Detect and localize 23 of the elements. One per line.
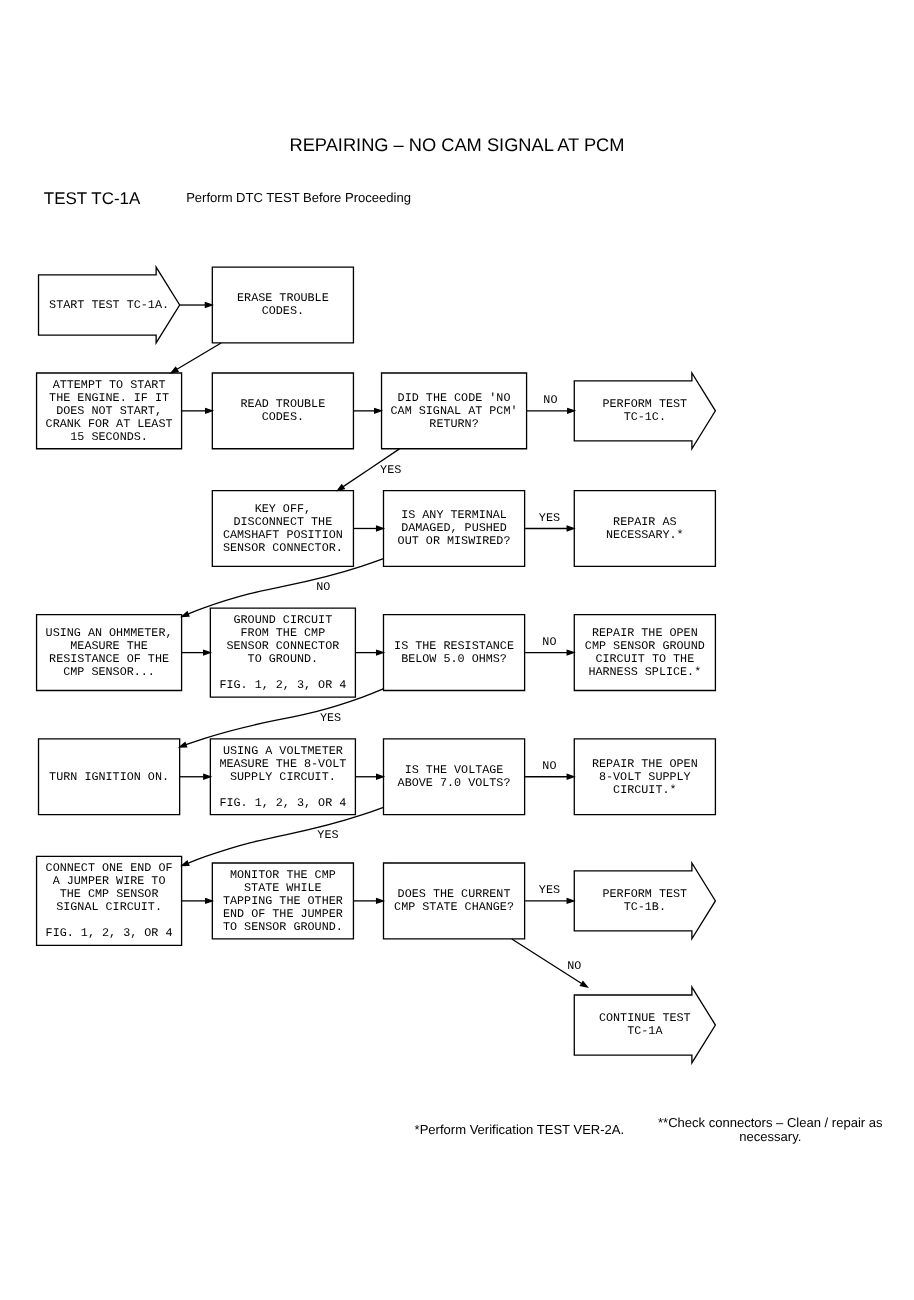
arrow bbox=[181, 897, 215, 905]
arrow bbox=[524, 897, 576, 905]
arrow bbox=[511, 938, 589, 989]
arrow bbox=[353, 897, 386, 905]
arrow bbox=[180, 806, 385, 867]
arrow bbox=[524, 773, 576, 780]
arrow bbox=[179, 301, 214, 309]
arrow bbox=[354, 773, 386, 780]
arrow bbox=[177, 688, 384, 748]
arrow bbox=[353, 525, 386, 532]
arrow bbox=[181, 649, 213, 656]
label: TEST TC-1A bbox=[43, 187, 141, 208]
arrow bbox=[180, 557, 385, 618]
arrow bbox=[179, 773, 213, 780]
arrow bbox=[354, 649, 386, 656]
arrow bbox=[335, 448, 401, 492]
arrow bbox=[169, 342, 222, 374]
arrow bbox=[524, 649, 576, 656]
arrow bbox=[181, 407, 215, 415]
diagram-title: REPAIRING – NO CAM SIGNAL AT PCM bbox=[289, 135, 625, 156]
arrow bbox=[524, 525, 576, 532]
arrow bbox=[353, 407, 384, 415]
arrow bbox=[526, 407, 577, 415]
